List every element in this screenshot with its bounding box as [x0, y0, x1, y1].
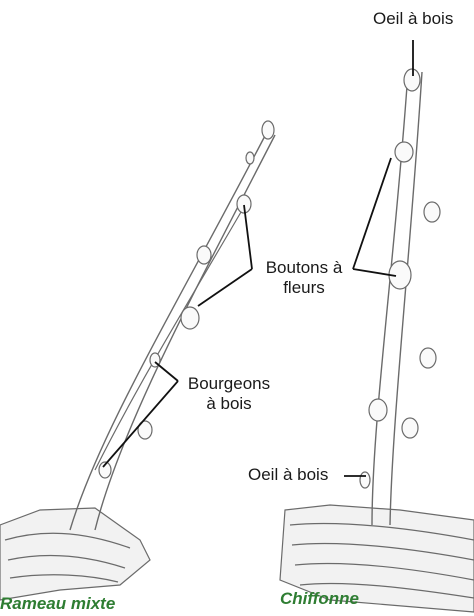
- leader-boutons-right-top: [353, 158, 391, 269]
- label-bourgeons-line2: à bois: [181, 394, 277, 414]
- caption-rameau-mixte: Rameau mixte: [0, 594, 115, 614]
- label-boutons-line1: Boutons à: [256, 258, 352, 278]
- leader-boutons-left: [198, 269, 252, 306]
- leader-boutons-left-up: [244, 205, 252, 269]
- label-oeil-a-bois-bottom: Oeil à bois: [248, 465, 328, 485]
- label-oeil-a-bois-top: Oeil à bois: [373, 9, 453, 29]
- label-bourgeons-line1: Bourgeons: [181, 374, 277, 394]
- caption-chiffonne: Chiffonne: [280, 589, 359, 609]
- label-boutons-line2: fleurs: [256, 278, 352, 298]
- label-bourgeons-a-bois: Bourgeons à bois: [181, 374, 277, 414]
- leader-bourgeons-b: [103, 381, 178, 467]
- rameau-mixte-drawing: [0, 121, 275, 600]
- label-boutons-a-fleurs: Boutons à fleurs: [256, 258, 352, 298]
- leader-bourgeons-a: [155, 362, 178, 381]
- chiffonne-drawing: [280, 69, 474, 612]
